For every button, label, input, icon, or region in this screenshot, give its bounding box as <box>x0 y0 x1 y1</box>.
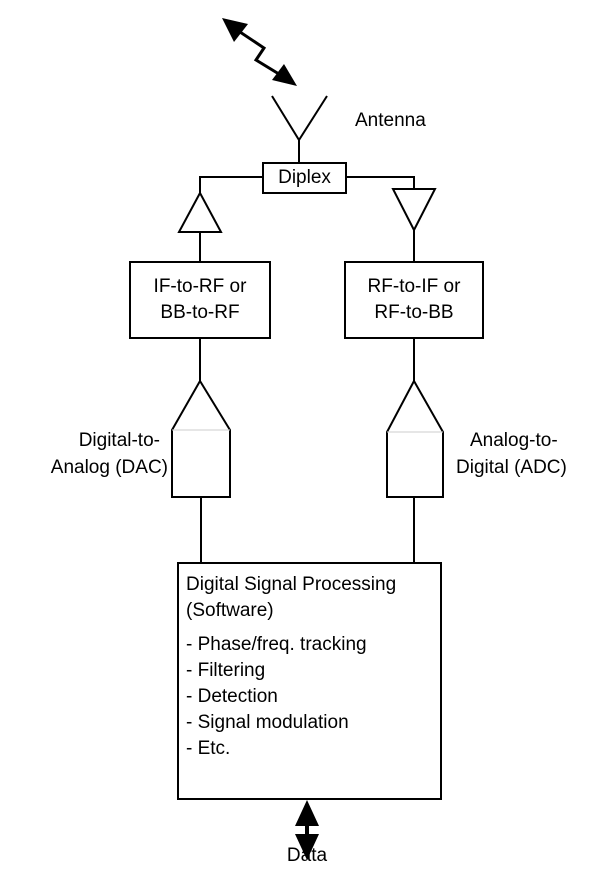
dsp-item: - Detection <box>186 686 278 707</box>
dac-label-line2: Analog (DAC) <box>50 457 168 478</box>
dsp-title: Digital Signal Processing (Software) <box>186 572 396 624</box>
tx-feed-line <box>199 176 263 193</box>
rx-downconverter-label-line1: RF-to-IF or <box>367 276 461 297</box>
antenna-label: Antenna <box>355 110 426 131</box>
tx-upconverter-label-line2: BB-to-RF <box>160 302 240 323</box>
diplex-label: Diplex <box>278 167 331 188</box>
dsp-item: - Filtering <box>186 660 266 681</box>
dsp-title-line2: (Software) <box>186 600 274 621</box>
data-label: Data <box>286 845 328 866</box>
dac-shape <box>171 379 231 498</box>
dsp-function-list: - Phase/freq. tracking - Filtering - Det… <box>186 632 367 762</box>
adc-shape <box>386 378 444 498</box>
dsp-item: - Signal modulation <box>186 712 349 733</box>
tx-upconverter-label-line1: IF-to-RF or <box>153 276 247 297</box>
dsp-box <box>177 562 442 800</box>
dsp-title-line1: Digital Signal Processing <box>186 574 397 595</box>
adc-label-line1: Analog-to- <box>470 430 558 451</box>
wireless-arrowhead-bottom <box>272 64 297 86</box>
dsp-item: - Etc. <box>186 738 231 759</box>
dac-label-line1: Digital-to- <box>78 430 160 451</box>
rx-feed-line <box>346 176 415 189</box>
antenna-symbol <box>271 95 328 142</box>
data-arrowhead-down <box>295 834 319 860</box>
wireless-arrowhead-top <box>222 18 248 42</box>
rx-downconverter-label-line2: RF-to-BB <box>374 302 454 323</box>
data-arrowhead-up <box>295 800 319 826</box>
tx-amplifier-triangle <box>177 190 223 233</box>
adc-label-line2: Digital (ADC) <box>456 457 567 478</box>
rx-amplifier-triangle <box>391 188 437 233</box>
dsp-item: - Phase/freq. tracking <box>186 634 367 655</box>
wireless-signal-zigzag <box>227 22 293 84</box>
